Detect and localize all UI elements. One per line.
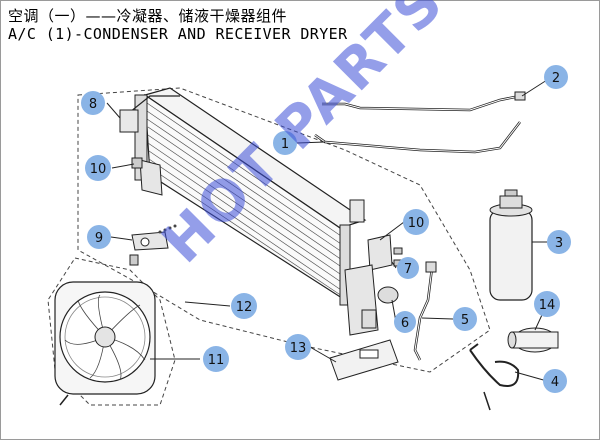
svg-text:1: 1 <box>281 137 289 152</box>
fan-shroud <box>54 281 156 406</box>
callout-10-right: 10 <box>403 209 429 235</box>
callout-7: 7 <box>397 257 419 279</box>
svg-text:14: 14 <box>539 298 556 313</box>
callout-10-left: 10 <box>85 155 111 181</box>
fan-dashed-outline <box>47 257 176 406</box>
left-bracket <box>131 157 163 196</box>
callout-5: 5 <box>453 307 477 331</box>
title-english: A/C (1)-CONDENSER AND RECEIVER DRYER <box>8 25 348 43</box>
svg-text:2: 2 <box>552 71 560 86</box>
svg-text:4: 4 <box>551 375 559 390</box>
svg-text:10: 10 <box>408 216 425 231</box>
svg-text:9: 9 <box>95 231 103 246</box>
svg-text:6: 6 <box>401 316 409 331</box>
svg-text:8: 8 <box>89 97 97 112</box>
svg-text:3: 3 <box>555 236 563 251</box>
receiver-dryer <box>489 189 533 301</box>
dryer-mount <box>344 264 399 336</box>
pipe-6 <box>413 267 434 361</box>
svg-text:13: 13 <box>290 341 307 356</box>
callout-11: 11 <box>203 346 229 372</box>
svg-text:11: 11 <box>208 353 225 368</box>
svg-text:12: 12 <box>236 300 253 315</box>
pipe-1 <box>314 121 521 154</box>
svg-text:5: 5 <box>461 313 469 328</box>
svg-text:10: 10 <box>90 162 107 177</box>
callout-3: 3 <box>547 230 571 254</box>
callout-12: 12 <box>231 293 257 319</box>
right-bracket <box>367 234 403 271</box>
callout-4: 4 <box>543 369 567 393</box>
callout-6: 6 <box>394 311 416 333</box>
svg-text:7: 7 <box>404 262 412 277</box>
callout-14: 14 <box>534 291 560 317</box>
condenser <box>119 87 367 306</box>
callout-8: 8 <box>81 91 105 115</box>
title-chinese: 空调（一）——冷凝器、储液干燥器组件 <box>8 7 288 25</box>
pressure-switch <box>507 327 559 353</box>
panel-13 <box>329 339 399 381</box>
lower-bracket <box>129 224 177 266</box>
dryer-clamp <box>469 343 520 411</box>
callout-1: 1 <box>273 131 297 155</box>
callout-13: 13 <box>285 334 311 360</box>
callout-2: 2 <box>544 65 568 89</box>
callout-9: 9 <box>87 225 111 249</box>
